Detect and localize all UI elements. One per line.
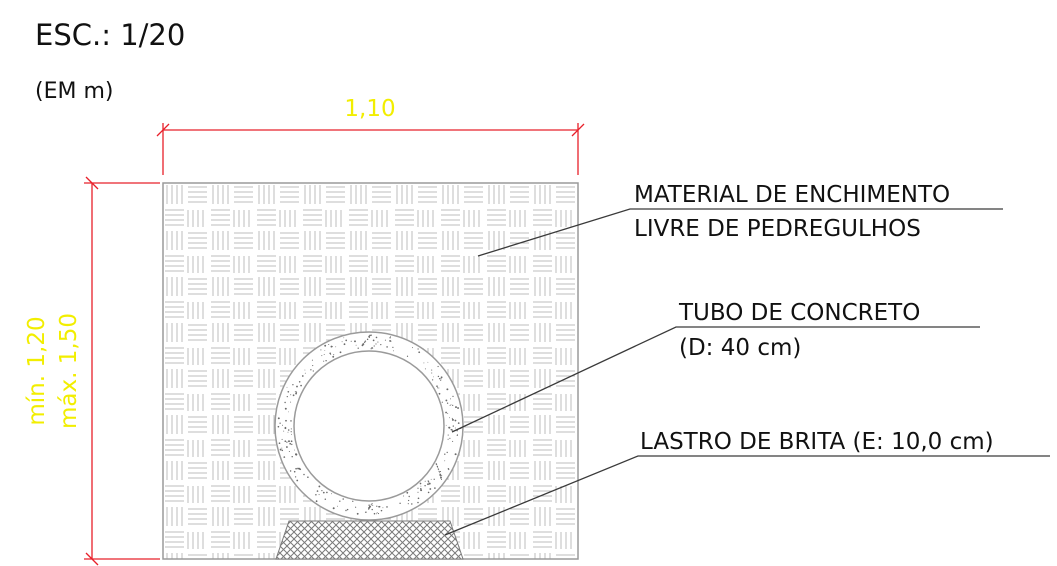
bedding-label: LASTRO DE BRITA (E: 10,0 cm)	[640, 429, 994, 455]
pipe-diameter-label: (D: 40 cm)	[679, 335, 801, 361]
fill-material-label: MATERIAL DE ENCHIMENTO	[634, 182, 950, 208]
gravel-bedding	[275, 520, 464, 560]
concrete-pipe	[274, 331, 464, 521]
width-dimension-label: 1,10	[344, 96, 395, 122]
depth-min-label: mín. 1,20	[24, 316, 50, 425]
depth-max-label: máx. 1,50	[56, 313, 82, 429]
fill-material-note: LIVRE DE PEDREGULHOS	[634, 216, 921, 242]
scale-label: ESC.: 1/20	[35, 18, 185, 52]
units-label: (EM m)	[35, 79, 113, 104]
width-dimension	[156, 123, 585, 175]
depth-dimension	[84, 176, 160, 566]
leader-lines	[444, 208, 1050, 536]
pipe-label: TUBO DE CONCRETO	[678, 300, 920, 326]
